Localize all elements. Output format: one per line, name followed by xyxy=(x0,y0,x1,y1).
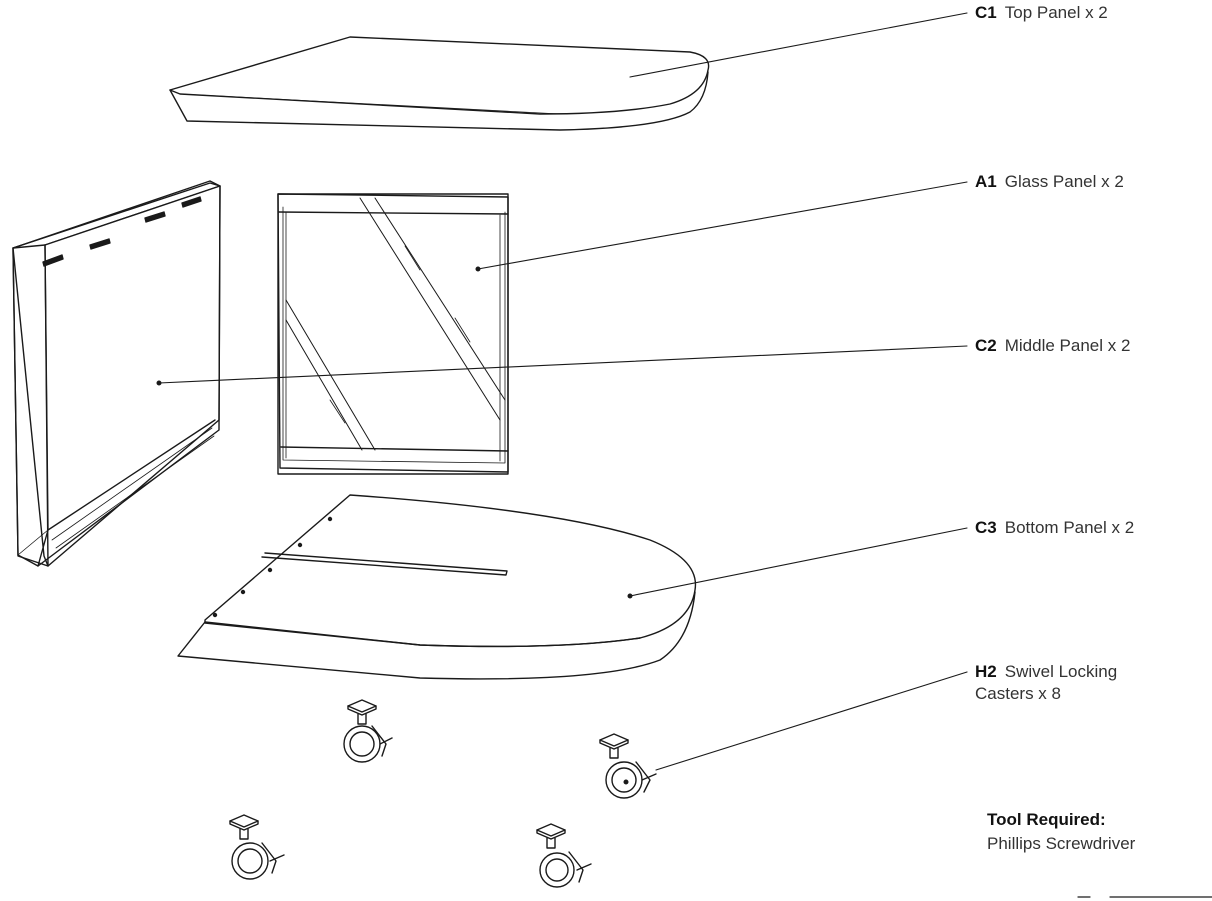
label-h2: H2 Swivel Locking Casters x 8 xyxy=(975,661,1117,705)
glass-panel-drawing xyxy=(277,193,509,475)
label-c3-name: Bottom Panel x 2 xyxy=(1004,518,1135,537)
leader-line-h2 xyxy=(655,671,968,771)
label-c2: C2 Middle Panel x 2 xyxy=(975,335,1130,357)
tool-required: Tool Required: Phillips Screwdriver xyxy=(987,808,1135,856)
label-c2-code: C2 xyxy=(975,336,997,355)
label-c1: C1 Top Panel x 2 xyxy=(975,2,1108,24)
label-c3: C3 Bottom Panel x 2 xyxy=(975,517,1134,539)
leader-line-a1 xyxy=(477,181,968,270)
caster-drawing xyxy=(599,733,657,799)
label-a1-code: A1 xyxy=(975,172,997,191)
label-c1-code: C1 xyxy=(975,3,997,22)
label-h2-code: H2 xyxy=(975,662,997,681)
tool-required-name: Phillips Screwdriver xyxy=(987,834,1136,853)
label-a1-name: Glass Panel x 2 xyxy=(1004,172,1124,191)
tool-required-title: Tool Required: xyxy=(987,810,1106,829)
caster-drawing xyxy=(536,823,592,888)
caster-drawing xyxy=(229,814,285,880)
label-c3-code: C3 xyxy=(975,518,997,537)
leader-line-c1 xyxy=(629,12,968,78)
leader-lines xyxy=(158,12,968,771)
bottom-panel-drawing xyxy=(177,494,697,680)
label-h2-name-line1: Swivel Locking xyxy=(1004,662,1118,681)
middle-panel-drawing xyxy=(12,180,221,567)
top-panel-drawing xyxy=(169,36,710,131)
label-c2-name: Middle Panel x 2 xyxy=(1004,336,1131,355)
leader-line-c3 xyxy=(629,527,968,597)
label-c1-name: Top Panel x 2 xyxy=(1004,3,1108,22)
leader-line-c2 xyxy=(158,345,968,384)
caster-drawing xyxy=(343,699,393,763)
label-h2-name-line2: Casters x 8 xyxy=(975,684,1061,703)
label-a1: A1 Glass Panel x 2 xyxy=(975,171,1124,193)
